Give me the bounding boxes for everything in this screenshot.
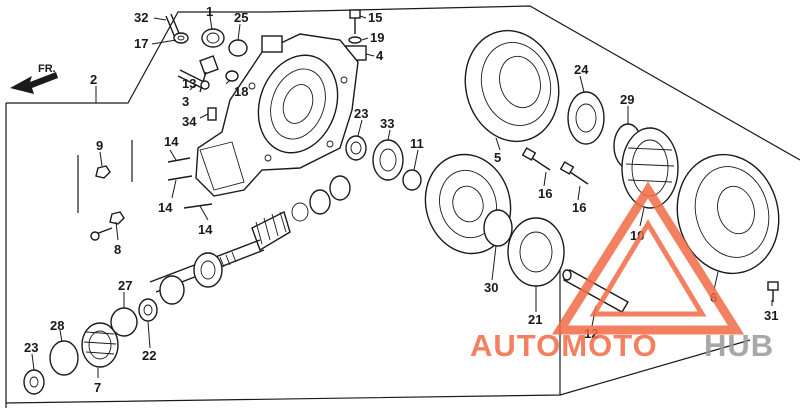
part-cap-23 (23, 369, 45, 395)
callout-labels: 32 17 1 25 2 13 18 3 34 15 19 4 9 14 14 … (24, 4, 778, 395)
part-seal-25 (567, 91, 605, 145)
part-bearing-33 (372, 139, 404, 181)
part-bolt-15 (349, 9, 361, 34)
callout-33: 33 (380, 116, 394, 131)
callout-18: 17 (134, 36, 148, 51)
direction-label: FR. (38, 63, 56, 75)
callout-3: 3 (182, 94, 189, 109)
part-bolt-31 (767, 281, 779, 302)
part-studs-14 (167, 157, 213, 209)
callout-25: 24 (574, 62, 589, 77)
part-gear-case-2 (195, 33, 359, 197)
callout-34: 34 (182, 114, 197, 129)
part-bolt-16 (559, 161, 589, 185)
callout-11: 11 (410, 136, 424, 151)
callout-2: 2 (90, 72, 97, 87)
callout-32: 32 (134, 10, 148, 25)
watermark-text-primary: AUTOMOTO (470, 328, 658, 363)
part-bearing-large-left (193, 252, 223, 288)
watermark-text-secondary: HUB (704, 328, 774, 363)
part-cover-6 (676, 153, 780, 275)
front-direction-arrow: FR. (10, 63, 58, 94)
callout-1: 1 (206, 4, 213, 19)
callout-14-low: 14 (198, 222, 213, 237)
watermark: AUTOMOTO HUB (470, 181, 774, 363)
part-plug-34 (207, 107, 217, 121)
watermark-triangle-icon (551, 181, 745, 335)
part-cam-10 (621, 127, 679, 209)
part-bearing-21 (507, 217, 565, 287)
callout-19: 18 (234, 84, 248, 99)
arrow-icon (10, 72, 58, 94)
callout-13: 13 (182, 76, 196, 91)
callout-26: 25 (234, 10, 248, 25)
part-bolt-17 (521, 147, 551, 171)
callout-16: 16 (572, 200, 586, 215)
callout-24: 23 (354, 106, 368, 121)
part-o-ring-26 (228, 39, 248, 57)
part-ring-gear (424, 153, 512, 255)
part-nut-22 (138, 298, 158, 322)
callout-29: 29 (620, 92, 634, 107)
part-collar (159, 275, 185, 305)
callout-21: 21 (528, 312, 542, 327)
callout-5: 5 (494, 150, 501, 165)
part-bolt-8 (90, 211, 125, 241)
callout-20: 19 (370, 30, 384, 45)
watermark-inner-triangle-icon (589, 219, 707, 317)
callout-23: 23 (24, 340, 38, 355)
callout-14-mid: 14 (158, 200, 173, 215)
part-nut-9 (95, 165, 111, 179)
part-pinion-assembly (149, 175, 351, 293)
callout-15: 15 (368, 10, 382, 25)
part-housing-5 (464, 29, 560, 143)
callout-17: 16 (538, 186, 552, 201)
callout-4: 4 (376, 48, 384, 63)
callout-30: 30 (484, 280, 498, 295)
callout-8: 8 (114, 242, 121, 257)
callout-7: 7 (94, 380, 101, 395)
part-bolt-13 (199, 55, 219, 93)
part-stud-3 (177, 69, 210, 90)
callout-14-top: 14 (164, 134, 179, 149)
part-washer-19 (225, 70, 239, 82)
callout-31: 31 (764, 308, 778, 323)
callout-27: 27 (118, 278, 132, 293)
callout-28: 28 (50, 318, 64, 333)
part-shim-11 (402, 169, 422, 191)
assembly-frame (5, 5, 800, 408)
part-bearing-24 (345, 135, 367, 161)
callout-9: 9 (96, 138, 103, 153)
part-seal-1 (201, 28, 225, 48)
part-bearing-30 (483, 209, 513, 247)
leader-lines (31, 15, 773, 378)
part-coupling-7 (81, 322, 119, 368)
part-washer-20 (348, 36, 362, 44)
callout-22: 22 (142, 348, 156, 363)
part-o-ring-28 (49, 340, 79, 376)
part-cap-18 (173, 32, 189, 44)
